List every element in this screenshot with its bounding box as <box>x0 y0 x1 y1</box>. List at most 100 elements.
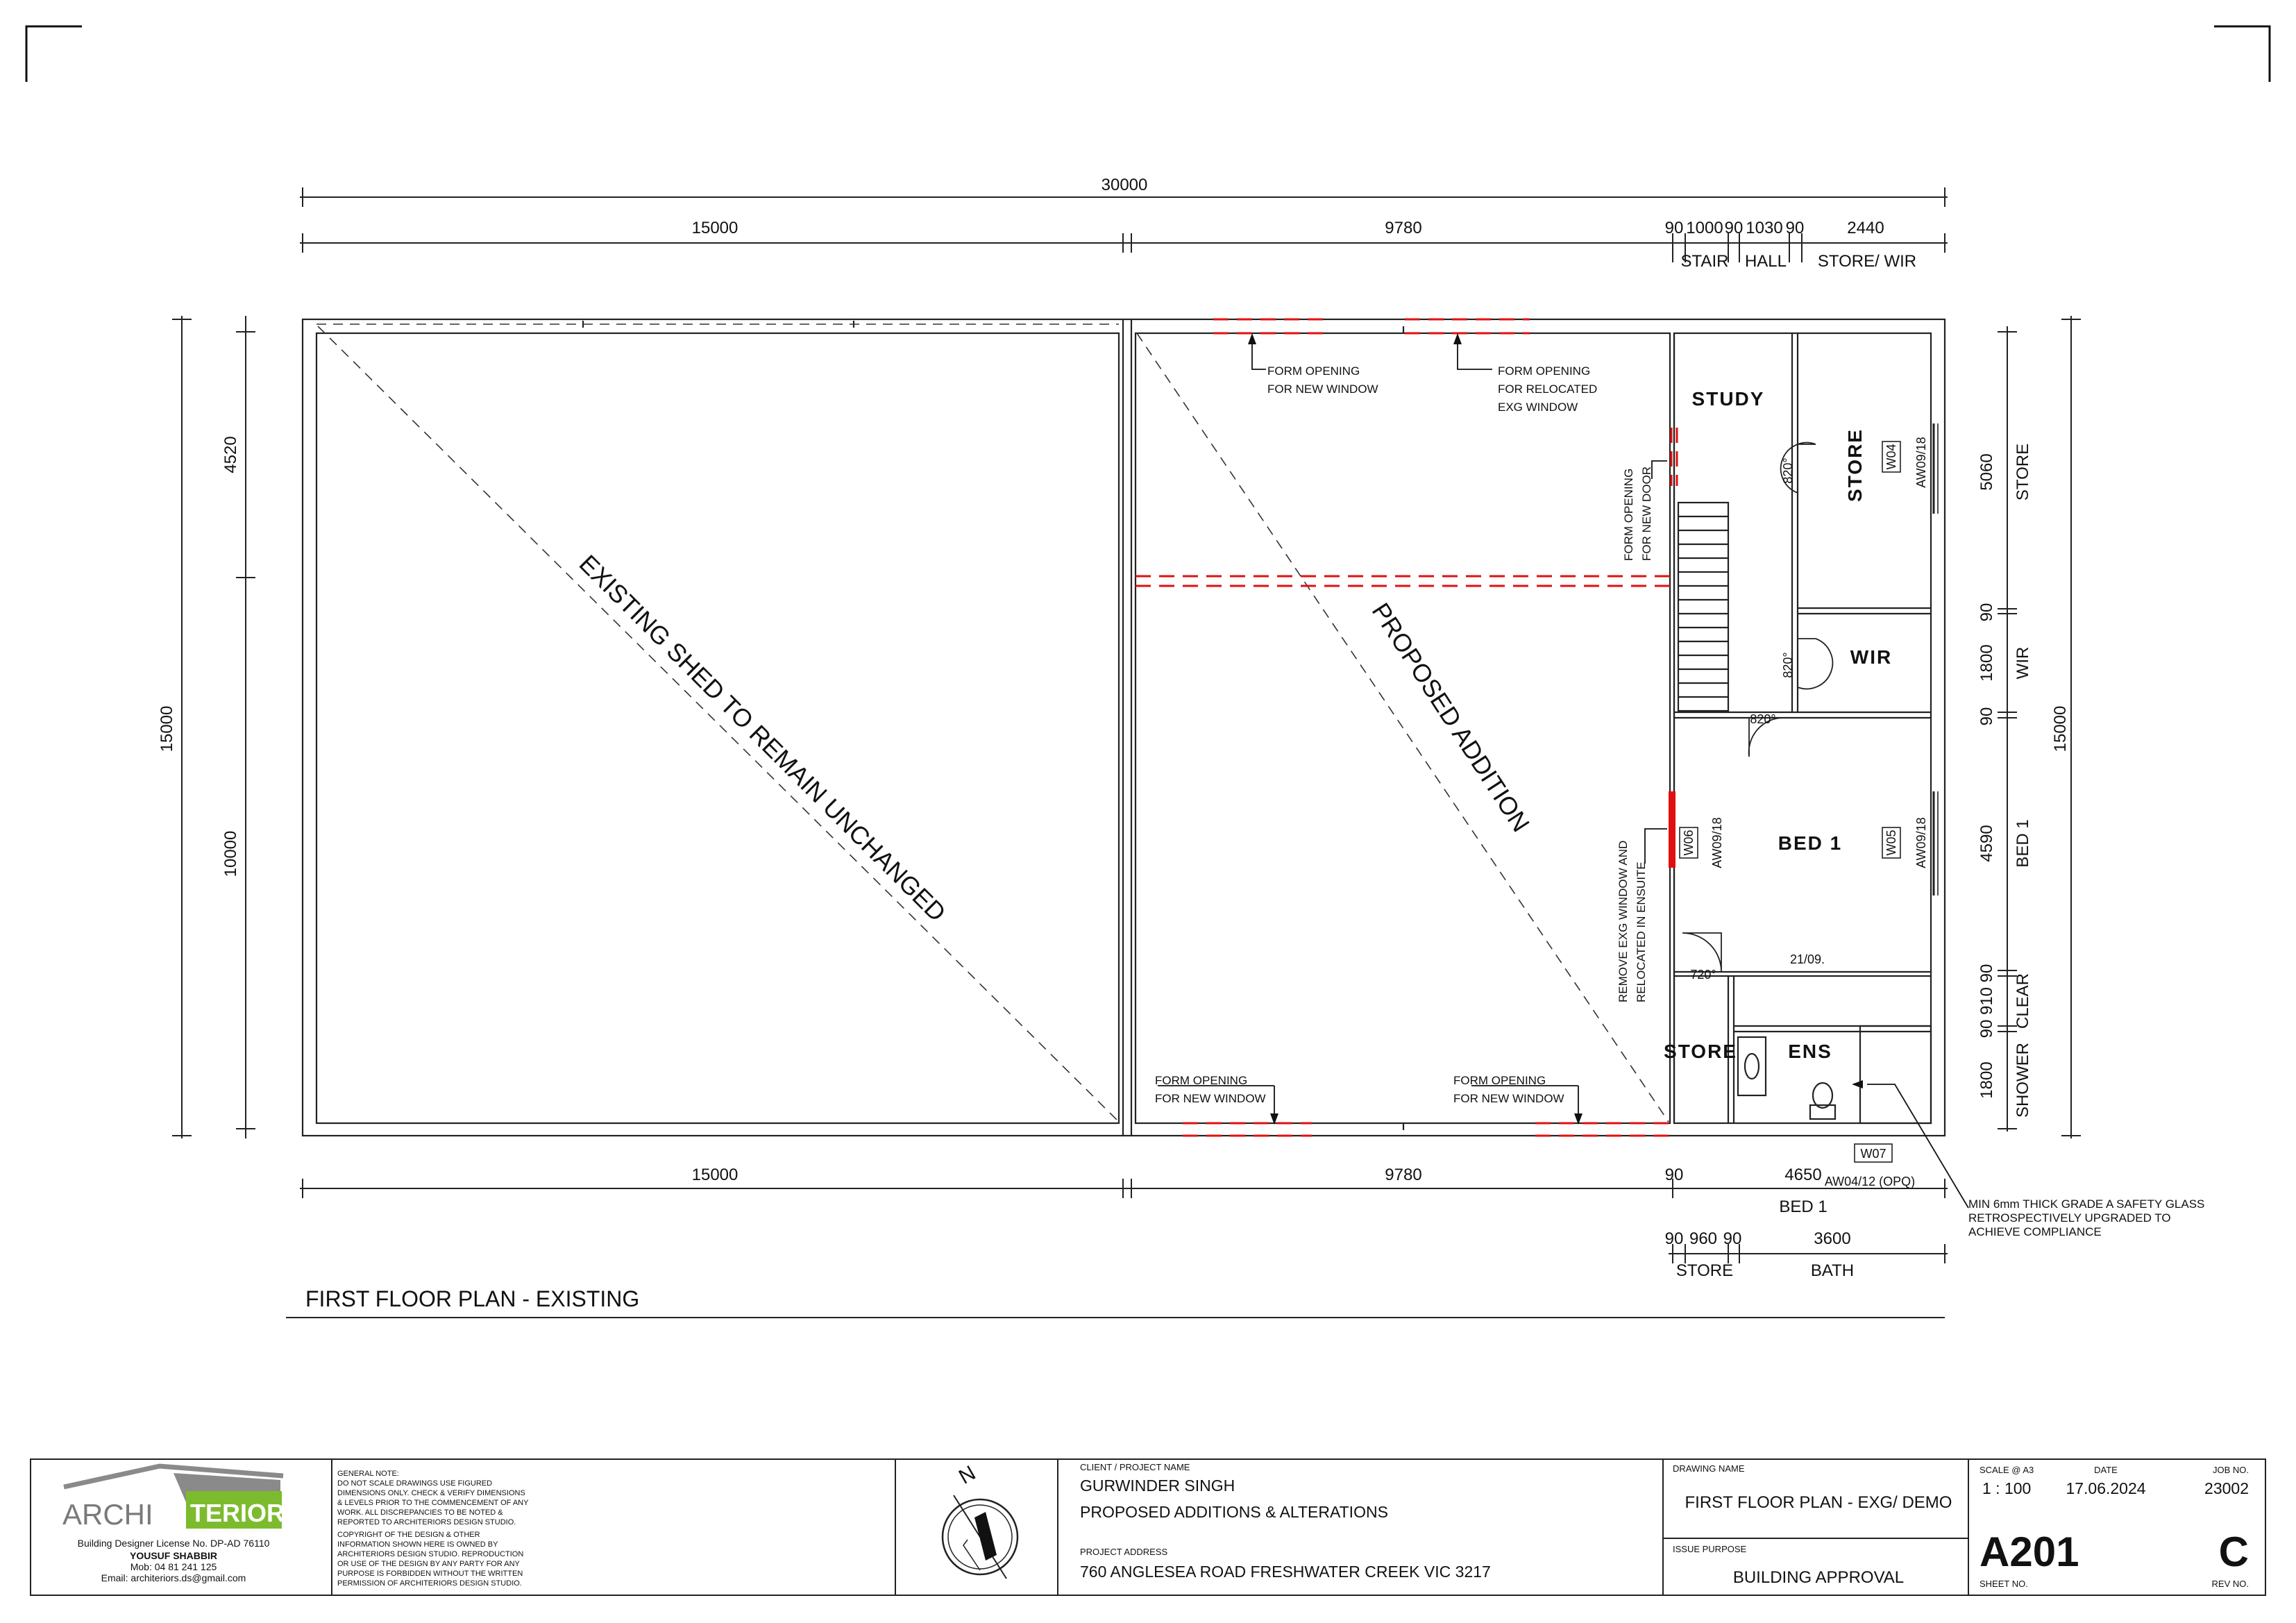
dim-top-s2: 1000 <box>1686 219 1723 237</box>
dim-top-s3: 90 <box>1725 219 1744 237</box>
note-arrowheads <box>1248 333 1863 1125</box>
dim-bottom-bed1: BED 1 <box>1779 1197 1827 1216</box>
dim-total: 30000 <box>1101 176 1148 194</box>
demolition-marks <box>1136 318 1678 1137</box>
dim-top-s1: 90 <box>1665 219 1684 237</box>
note-new-window-bl-2: FOR NEW WINDOW <box>1155 1092 1266 1105</box>
cp-3: ARCHITERIORS DESIGN STUDIO. REPRODUCTION <box>337 1550 523 1558</box>
dim-top-label-stair: STAIR <box>1681 252 1729 271</box>
existing-shed-inner-wall <box>315 332 1120 1125</box>
dim-top-label-hall: HALL <box>1745 252 1787 271</box>
client-label: CLIENT / PROJECT NAME <box>1080 1462 1190 1472</box>
window-size-w04: AW09/18 <box>1914 437 1928 487</box>
issue-label: ISSUE PURPOSE <box>1673 1544 1747 1554</box>
drawing-info: DRAWING NAME FIRST FLOOR PLAN - EXG/ DEM… <box>1673 1463 1952 1587</box>
dim-top-label-storewir: STORE/ WIR <box>1818 252 1916 271</box>
dim-r-1800a: 1800 <box>1977 644 1996 681</box>
cp-2: INFORMATION SHOWN HERE IS OWNED BY <box>337 1540 498 1549</box>
dim-b2-label-bath: BATH <box>1811 1261 1854 1280</box>
dim-left-lower: 10000 <box>221 831 240 877</box>
dim-r-90b: 90 <box>1977 707 1996 726</box>
dim-r-4590: 4590 <box>1977 825 1996 861</box>
gn-3: DIMENSIONS ONLY. CHECK & VERIFY DIMENSIO… <box>337 1489 525 1497</box>
door-size-labels: 820° 820° 820° 720° <box>1690 457 1795 982</box>
company-logo: ARCHI TERIORS <box>62 1463 301 1531</box>
cp-5: PURPOSE IS FORBIDDEN WITHOUT THE WRITTEN <box>337 1570 523 1578</box>
notes: FORM OPENING FOR NEW WINDOW FORM OPENING… <box>1155 364 2204 1238</box>
dim-b2-s2: 960 <box>1689 1229 1717 1248</box>
scale-value: 1 : 100 <box>1982 1479 2031 1497</box>
gn-1: GENERAL NOTE: <box>337 1470 399 1478</box>
gn-6: REPORTED TO ARCHITERIORS DESIGN STUDIO. <box>337 1518 516 1527</box>
logo-teriors: TERIORS <box>190 1499 301 1527</box>
sheet-info: SCALE @ A3 DATE JOB NO. 1 : 100 17.06.20… <box>1980 1465 2249 1589</box>
floor-plan <box>301 318 1946 1137</box>
dim-left-total: 15000 <box>158 706 176 752</box>
dim-r-label-store: STORE <box>2014 444 2032 501</box>
general-notes: GENERAL NOTE: DO NOT SCALE DRAWINGS USE … <box>337 1470 529 1588</box>
room-bed1: BED 1 <box>1778 832 1842 854</box>
note-relocated-2: FOR RELOCATED <box>1498 382 1597 396</box>
room-wir: WIR <box>1850 646 1892 668</box>
room-store-top: STORE <box>1844 428 1866 502</box>
room-labels: STUDY STORE WIR BED 1 STORE ENS <box>1664 388 1892 1062</box>
dim-left: 15000 <box>692 219 738 237</box>
note-glass-1: MIN 6mm THICK GRADE A SAFETY GLASS <box>1968 1197 2204 1211</box>
cp-6: PERMISSION OF ARCHITERIORS DESIGN STUDIO… <box>337 1579 522 1588</box>
dim-r-label-bed1: BED 1 <box>2014 819 2032 867</box>
door-size-study: 820° <box>1781 457 1795 483</box>
north-label: N <box>955 1461 979 1488</box>
dim-left-upper: 4520 <box>221 436 240 473</box>
room-study: STUDY <box>1692 388 1765 410</box>
window-tag-w06: W06 <box>1682 830 1696 855</box>
cp-4: OR USE OF THE DESIGN BY ANY PARTY FOR AN… <box>337 1560 521 1568</box>
dim-r-90d: 90 <box>1977 1020 1996 1038</box>
note-new-window-br-1: FORM OPENING <box>1453 1074 1546 1087</box>
issue-purpose: BUILDING APPROVAL <box>1733 1568 1904 1587</box>
gn-4: & LEVELS PRIOR TO THE COMMENCEMENT OF AN… <box>337 1499 529 1507</box>
sheet-number: A201 <box>1980 1529 2079 1575</box>
cp-1: COPYRIGHT OF THE DESIGN & OTHER <box>337 1531 480 1539</box>
note-relocated-1: FORM OPENING <box>1498 364 1590 378</box>
note-new-window-top-2: FOR NEW WINDOW <box>1267 382 1378 396</box>
designer-mobile: Mob: 04 81 241 125 <box>130 1561 217 1572</box>
rev-label: REV NO. <box>2212 1579 2249 1589</box>
dim-r-label-clear: CLEAR <box>2014 973 2032 1029</box>
job-label: JOB NO. <box>2213 1465 2249 1475</box>
window-tag-w07: W07 <box>1860 1147 1886 1161</box>
dimension-lines <box>172 187 2081 1263</box>
note-glass-2: RETROSPECTIVELY UPGRADED TO <box>1968 1211 2171 1225</box>
designer-email: Email: architeriors.ds@gmail.com <box>101 1572 246 1583</box>
scale-label: SCALE @ A3 <box>1980 1465 2034 1475</box>
dim-r-90c: 90 <box>1977 964 1996 983</box>
dim-top-s6: 2440 <box>1847 219 1884 237</box>
note-new-window-br-2: FOR NEW WINDOW <box>1453 1092 1564 1105</box>
window-size-w05: AW09/18 <box>1914 817 1928 868</box>
drawing-name-label: DRAWING NAME <box>1673 1463 1745 1474</box>
removed-window-mark <box>1669 791 1675 868</box>
dim-b2-s1: 90 <box>1665 1229 1684 1248</box>
note-relocated-3: EXG WINDOW <box>1498 401 1578 414</box>
project-info: CLIENT / PROJECT NAME GURWINDER SINGH PR… <box>1080 1462 1491 1581</box>
sheet-label: SHEET NO. <box>1980 1579 2028 1589</box>
dim-top-s4: 1030 <box>1746 219 1782 237</box>
dim-r-label-shower: SHOWER <box>2014 1043 2032 1118</box>
address-label: PROJECT ADDRESS <box>1080 1547 1168 1557</box>
dim-bottom-90: 90 <box>1665 1166 1684 1184</box>
dim-bottom-right: 9780 <box>1385 1166 1421 1184</box>
proposed-addition-label: PROPOSED ADDITION <box>1367 598 1536 836</box>
window-size-w07: AW04/12 (OPQ) <box>1825 1175 1915 1188</box>
title-block <box>30 1458 2266 1596</box>
note-new-door-2: FOR NEW DOOR <box>1640 466 1653 561</box>
rev-number: C <box>2219 1529 2249 1575</box>
dim-right-total: 15000 <box>2051 706 2070 752</box>
dim-r-90a: 90 <box>1977 603 1996 622</box>
logo-archi: ARCHI <box>62 1498 153 1531</box>
window-size-w06: AW09/18 <box>1710 817 1724 868</box>
dim-r-1800b: 1800 <box>1977 1061 1996 1098</box>
job-value: 23002 <box>2204 1479 2249 1497</box>
client-name: GURWINDER SINGH <box>1080 1477 1235 1495</box>
gn-2: DO NOT SCALE DRAWINGS USE FIGURED <box>337 1479 492 1488</box>
north-arrow-icon: N <box>941 1461 1019 1579</box>
